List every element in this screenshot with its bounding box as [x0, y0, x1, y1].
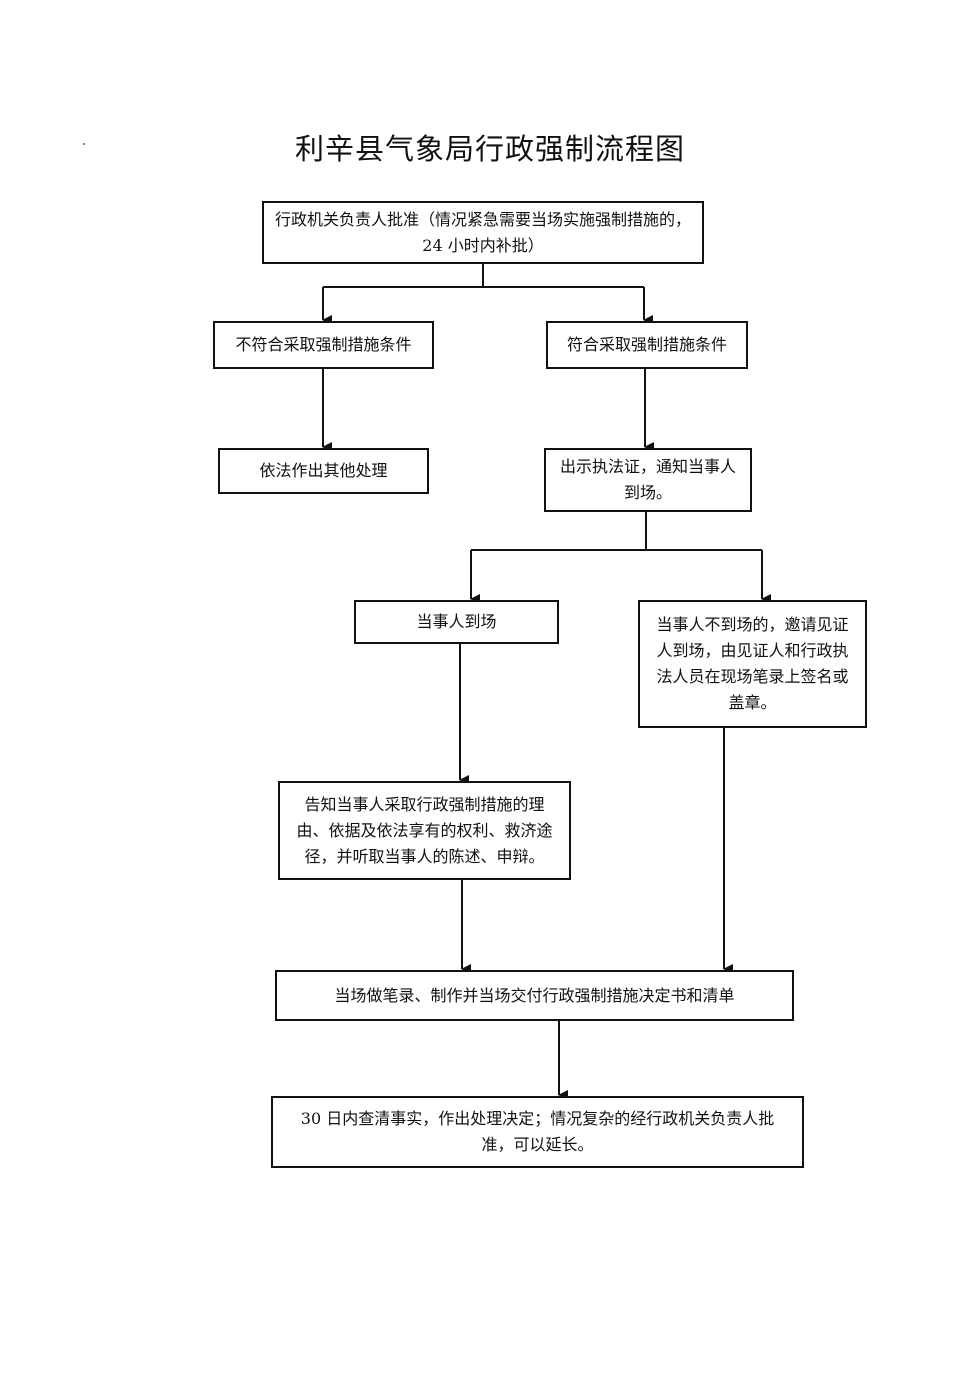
node-meet-text: 符合采取强制措施条件	[566, 335, 727, 354]
node-final-decision-text: 30 日内查清事实，作出处理决定；情况复杂的经行政机关负责人批准，可以延长。	[300, 1109, 775, 1154]
node-meet-conditions: 符合采取强制措施条件	[546, 321, 748, 369]
stray-mark	[83, 143, 85, 145]
node-approval: 行政机关负责人批准（情况紧急需要当场实施强制措施的，24 小时内补批）	[262, 201, 704, 264]
node-party-present: 当事人到场	[354, 600, 559, 644]
node-inform-party: 告知当事人采取行政强制措施的理由、依据及依法享有的权利、救济途径，并听取当事人的…	[278, 781, 571, 880]
node-make-record-text: 当场做笔录、制作并当场交付行政强制措施决定书和清单	[334, 985, 735, 1005]
node-party-present-text: 当事人到场	[416, 612, 497, 631]
node-show-certificate-text: 出示执法证，通知当事人到场。	[559, 457, 736, 502]
node-not-meet-text: 不符合采取强制措施条件	[235, 335, 412, 354]
node-not-meet-conditions: 不符合采取强制措施条件	[213, 321, 434, 369]
node-inform-party-text: 告知当事人采取行政强制措施的理由、依据及依法享有的权利、救济途径，并听取当事人的…	[296, 794, 553, 866]
node-other-handling: 依法作出其他处理	[218, 448, 429, 494]
node-final-decision: 30 日内查清事实，作出处理决定；情况复杂的经行政机关负责人批准，可以延长。	[271, 1096, 804, 1168]
page-title: 利辛县气象局行政强制流程图	[294, 132, 685, 166]
node-approval-text: 行政机关负责人批准（情况紧急需要当场实施强制措施的，24 小时内补批）	[274, 209, 691, 255]
node-party-absent: 当事人不到场的，邀请见证人到场，由见证人和行政执法人员在现场笔录上签名或盖章。	[638, 600, 867, 728]
node-other-handling-text: 依法作出其他处理	[259, 461, 388, 480]
node-make-record: 当场做笔录、制作并当场交付行政强制措施决定书和清单	[275, 970, 794, 1021]
node-party-absent-text: 当事人不到场的，邀请见证人到场，由见证人和行政执法人员在现场笔录上签名或盖章。	[656, 615, 849, 712]
node-show-certificate: 出示执法证，通知当事人到场。	[544, 448, 752, 512]
